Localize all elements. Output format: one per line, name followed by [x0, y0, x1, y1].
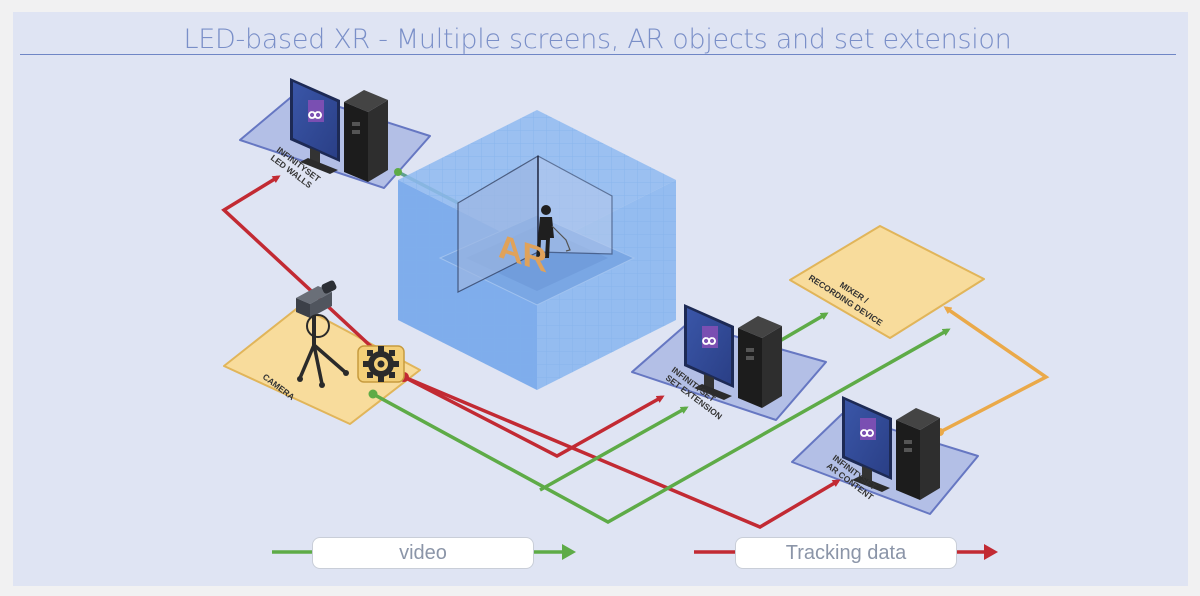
legend-video-arrowhead: [562, 544, 576, 560]
set-extension-to-mixer: [777, 312, 829, 344]
page-title: LED-based XR - Multiple screens, AR obje…: [183, 24, 1012, 55]
legend-video: video: [312, 537, 534, 569]
person-icon: [536, 205, 571, 258]
ar-content-to-mixer: [939, 306, 1050, 434]
legend-tracking-arrowhead: [984, 544, 998, 560]
title-divider: [20, 54, 1176, 55]
tracking-to-led-walls: [221, 175, 406, 379]
led-feed-dot: [394, 168, 402, 176]
tripod-icon: [297, 314, 349, 388]
legend-tracking-data: Tracking data: [735, 537, 957, 569]
camera-video-to-mixer: [372, 328, 951, 525]
mixer-recording-node: [789, 225, 985, 339]
led-volume-cube: AR: [398, 110, 676, 390]
video-source-dot: [368, 389, 378, 399]
camera-icon: [296, 280, 337, 318]
camera-video-to-set-extension: [539, 406, 689, 492]
tracking-to-set-extension: [403, 375, 665, 458]
tracking-gear-icon: [357, 345, 405, 383]
tracking-to-ar-content: [403, 375, 841, 529]
